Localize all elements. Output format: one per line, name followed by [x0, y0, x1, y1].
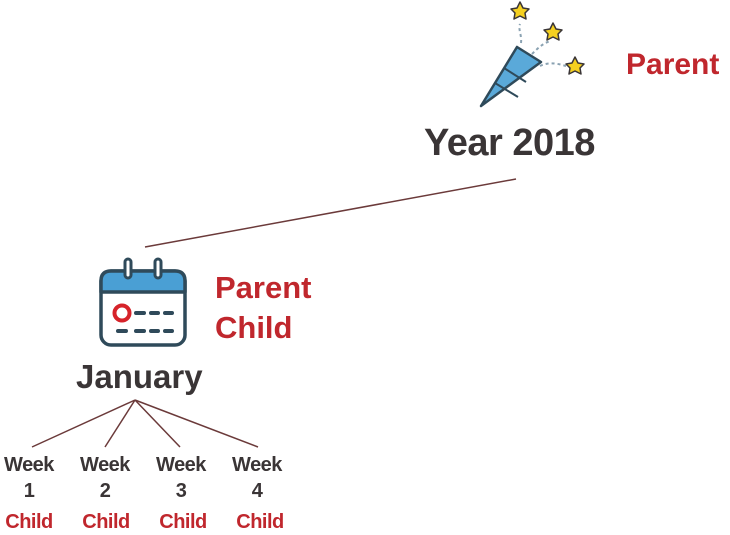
- star-icon: [543, 22, 563, 41]
- month-role-line-1: Parent: [215, 270, 312, 305]
- star-icon: [565, 56, 585, 75]
- week-node-1: Week 1: [0, 452, 64, 504]
- connectors-month-weeks: [31, 399, 259, 448]
- week-word: Week: [80, 454, 130, 476]
- party-popper-icon: [479, 1, 585, 108]
- connector-year-month: [144, 178, 517, 248]
- month-role-label: Parent Child: [215, 268, 311, 348]
- connector-week-2: [104, 399, 136, 448]
- week-number: 2: [99, 480, 111, 502]
- week-word: Week: [156, 454, 206, 476]
- week-node-4: Week 4: [222, 452, 292, 504]
- week-2-role-label: Child: [82, 511, 130, 533]
- connector-week-1: [31, 399, 136, 448]
- week-word: Week: [232, 454, 282, 476]
- week-number: 1: [23, 480, 35, 502]
- week-word: Week: [4, 454, 54, 476]
- week-number: 4: [251, 480, 263, 502]
- month-node-label: January: [76, 358, 203, 395]
- year-node-label: Year 2018: [424, 122, 595, 164]
- week-node-3: Week 3: [146, 452, 216, 504]
- week-node-2: Week 2: [70, 452, 140, 504]
- year-role-label: Parent: [626, 48, 720, 81]
- calendar-icon: [99, 257, 187, 347]
- month-role-line-2: Child: [215, 310, 293, 345]
- week-4-role-label: Child: [236, 511, 284, 533]
- connector-week-4: [134, 399, 259, 448]
- week-number: 3: [175, 480, 187, 502]
- week-3-role-label: Child: [159, 511, 207, 533]
- week-1-role-label: Child: [5, 511, 53, 533]
- star-icon: [510, 1, 530, 20]
- connector-week-3: [134, 399, 181, 448]
